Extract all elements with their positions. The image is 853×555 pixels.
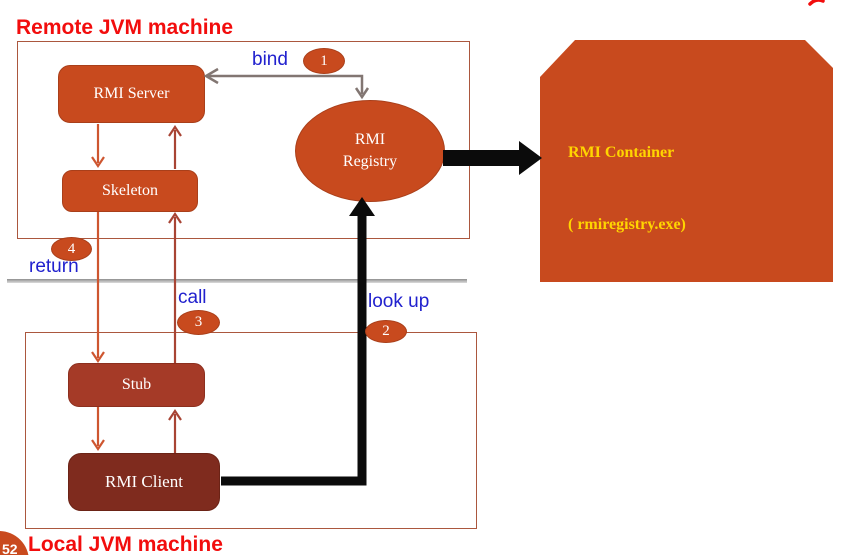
lookup-label: look up	[368, 291, 430, 312]
bind-label: bind	[252, 49, 288, 70]
skeleton-to-server-arrow	[168, 125, 182, 169]
call-label: call	[178, 287, 207, 308]
server-to-skeleton-arrow	[91, 124, 105, 168]
registry-to-container-arrow	[443, 141, 542, 175]
return-label: return	[29, 256, 79, 277]
stub-to-client-arrow	[91, 407, 105, 451]
step-badge-2: 2	[365, 320, 407, 343]
step-badge-3-number: 3	[194, 314, 203, 330]
client-to-stub-arrow	[168, 409, 182, 453]
bind-connector-arrow	[203, 67, 370, 100]
step-badge-4: 4	[51, 237, 92, 261]
rmi-registry-label: RMI Registry	[343, 129, 397, 173]
step-badge-4-number: 4	[67, 240, 76, 257]
skeleton-to-stub-arrow	[91, 212, 105, 363]
slide-number: 52	[2, 541, 18, 555]
step-badge-1: 1	[303, 48, 345, 74]
machine-divider-line	[7, 279, 467, 283]
remote-jvm-title: Remote JVM machine	[16, 16, 234, 39]
lookup-arrow	[221, 197, 375, 486]
stub-label: Stub	[121, 376, 152, 393]
rmi-server-node: RMI Server	[58, 65, 205, 123]
step-badge-2-number: 2	[382, 323, 390, 339]
local-jvm-region-box	[25, 332, 477, 529]
step-badge-1-number: 1	[320, 52, 328, 69]
stub-to-skeleton-arrow	[168, 212, 182, 363]
rmi-container-title: RMI Container	[568, 144, 675, 161]
remote-jvm-region-box	[17, 41, 470, 239]
rmi-registry-line1: RMI	[354, 131, 386, 148]
step-badge-3: 3	[177, 310, 220, 335]
skeleton-node: Skeleton	[62, 170, 198, 212]
rmi-server-label: RMI Server	[93, 85, 170, 102]
local-jvm-title: Local JVM machine	[28, 533, 223, 555]
rmi-container-subtitle: ( rmiregistry.exe)	[568, 216, 686, 233]
rmi-container-node: RMI Container ( rmiregistry.exe) [ Name1…	[540, 40, 833, 282]
stub-node: Stub	[68, 363, 205, 407]
rmi-registry-line2: Registry	[342, 153, 398, 170]
red-pen-mark	[808, 0, 825, 6]
rmi-client-label: RMI Client	[105, 472, 183, 491]
rmi-client-node: RMI Client	[68, 453, 220, 511]
skeleton-label: Skeleton	[102, 182, 158, 199]
